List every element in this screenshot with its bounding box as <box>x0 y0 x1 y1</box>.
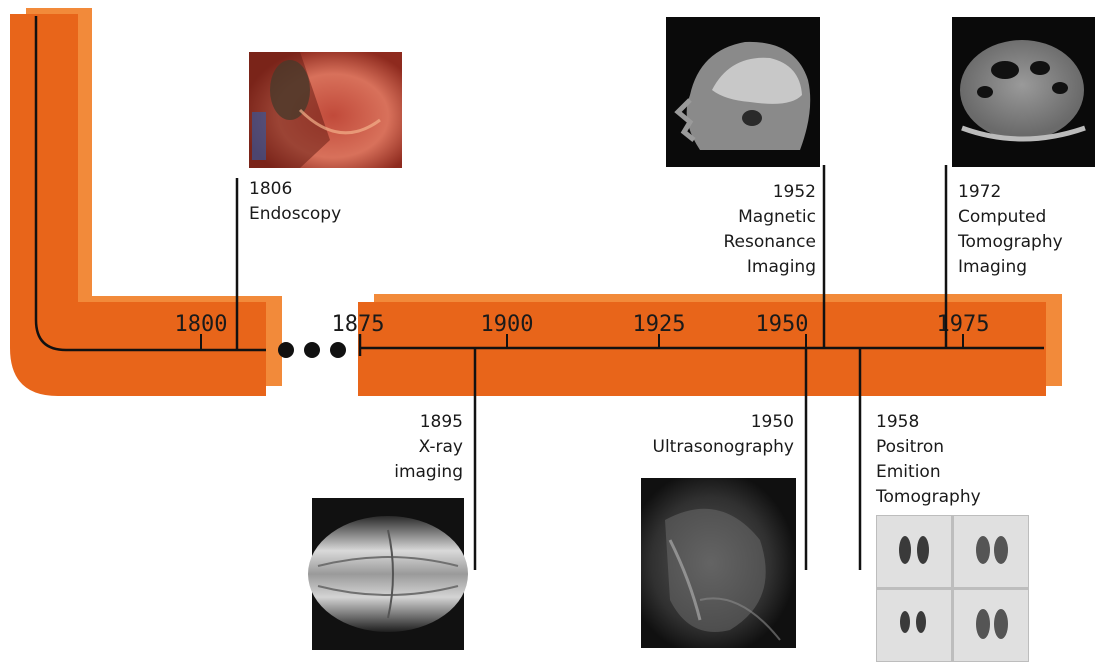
event-label-ct: 1972 Computed Tomography Imaging <box>958 180 1063 280</box>
event-year: 1950 <box>653 410 795 435</box>
ultrasound-image <box>641 478 796 648</box>
event-name: Tomography <box>958 230 1063 255</box>
tick-label-1950: 1950 <box>756 312 809 337</box>
mri-image <box>666 17 820 167</box>
event-year: 1958 <box>876 410 981 435</box>
event-name: Imaging <box>723 255 816 280</box>
axis-break-dots <box>278 342 346 358</box>
xray-image <box>308 498 468 650</box>
ct-image <box>952 17 1095 167</box>
event-name: Imaging <box>958 255 1063 280</box>
event-label-pet: 1958 Positron Emition Tomography <box>876 410 981 510</box>
event-name: Computed <box>958 205 1063 230</box>
event-name: Emition <box>876 460 981 485</box>
event-name: Endoscopy <box>249 202 341 227</box>
event-label-ultrasonography: 1950 Ultrasonography <box>653 410 795 460</box>
event-label-endoscopy: 1806 Endoscopy <box>249 177 341 227</box>
event-year: 1895 <box>394 410 463 435</box>
event-name: Resonance <box>723 230 816 255</box>
pet-image <box>876 515 1029 662</box>
event-year: 1806 <box>249 177 341 202</box>
event-name: X-ray <box>394 435 463 460</box>
event-name: Ultrasonography <box>653 435 795 460</box>
tick-label-1875: 1875 <box>332 312 385 337</box>
tick-label-1900: 1900 <box>481 312 534 337</box>
event-label-xray: 1895 X-ray imaging <box>394 410 463 485</box>
tick-label-1975: 1975 <box>937 312 990 337</box>
event-year: 1972 <box>958 180 1063 205</box>
event-year: 1952 <box>723 180 816 205</box>
event-name: Positron <box>876 435 981 460</box>
event-name: Magnetic <box>723 205 816 230</box>
timeline-band <box>10 8 1062 396</box>
tick-label-1925: 1925 <box>633 312 686 337</box>
band-main-left <box>10 14 266 396</box>
endoscopy-image <box>249 52 402 168</box>
event-name: Tomography <box>876 485 981 510</box>
event-label-mri: 1952 Magnetic Resonance Imaging <box>723 180 816 280</box>
event-name: imaging <box>394 460 463 485</box>
tick-label-1800: 1800 <box>175 312 228 337</box>
